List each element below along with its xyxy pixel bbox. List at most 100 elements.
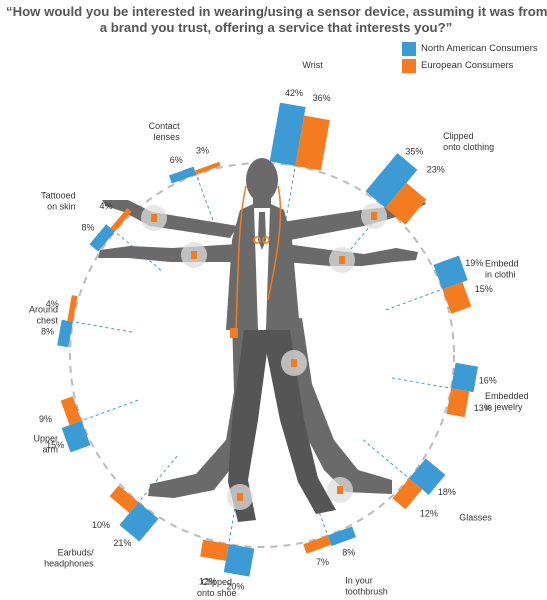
category-label-wrist: Wrist bbox=[302, 60, 323, 70]
legend-swatch-north-american bbox=[402, 41, 416, 56]
legend-label-european: European Consumers bbox=[421, 60, 514, 71]
bar-group-around-chest bbox=[57, 295, 78, 348]
bar-group-upper-arm bbox=[60, 396, 91, 453]
category-label-line-glasses-0: Glasses bbox=[459, 513, 492, 523]
connector-clipped-onto-shoe bbox=[228, 484, 240, 545]
pct-european-wrist: 36% bbox=[313, 93, 331, 103]
connector-upper-arm bbox=[81, 399, 139, 422]
bar-european-glasses bbox=[392, 478, 423, 510]
pct-european-embedd-in-clothi: 15% bbox=[475, 284, 493, 294]
bar-european-embedded-in-jewelry bbox=[446, 388, 470, 418]
pct-north-american-in-your-toothbrush: 8% bbox=[342, 548, 355, 558]
bar-european-embedd-in-clothi bbox=[442, 282, 472, 314]
bar-north-american-tattooed-on-skin bbox=[89, 224, 115, 252]
bar-north-american-clipped-onto-shoe bbox=[223, 544, 255, 577]
bar-european-in-your-toothbrush bbox=[303, 535, 332, 554]
pct-north-american-embedded-in-jewelry: 16% bbox=[479, 376, 497, 386]
connector-embedded-in-jewelry bbox=[391, 377, 452, 389]
bar-group-clipped-onto-clothing bbox=[365, 153, 427, 225]
bar-european-tattooed-on-skin bbox=[110, 208, 132, 232]
figure-earbud-cord bbox=[235, 185, 282, 331]
bar-group-embedded-in-jewelry bbox=[446, 362, 478, 418]
category-label-line-embedded-in-jewelry-0: Embedded bbox=[485, 391, 529, 401]
pct-north-american-clipped-onto-clothing: 35% bbox=[405, 147, 423, 157]
pct-north-american-clipped-onto-shoe: 20% bbox=[226, 581, 244, 591]
bar-north-american-embedd-in-clothi bbox=[433, 255, 468, 290]
category-label-line-upper-arm-1: arm bbox=[43, 445, 59, 455]
bar-european-clipped-onto-clothing bbox=[385, 182, 427, 225]
category-label-earbuds-headphones: Earbuds/headphones bbox=[44, 548, 94, 569]
pct-north-american-around-chest: 8% bbox=[41, 326, 54, 336]
category-label-line-clipped-onto-clothing-1: onto clothing bbox=[443, 142, 494, 152]
bar-north-american-earbuds-headphones bbox=[119, 502, 159, 542]
title-line-1: “How would you be interested in wearing/… bbox=[6, 4, 547, 19]
sensor-mark-chest bbox=[291, 359, 297, 367]
pct-north-american-wrist: 42% bbox=[285, 88, 303, 98]
sensor-mark-arm-right bbox=[339, 256, 345, 264]
pct-european-contact-lenses: 3% bbox=[196, 146, 209, 156]
bars-layer bbox=[57, 102, 478, 577]
pct-north-american-embedd-in-clothi: 19% bbox=[465, 258, 483, 268]
category-label-line-tattooed-on-skin-1: on skin bbox=[47, 202, 76, 212]
pct-european-upper-arm: 9% bbox=[39, 414, 52, 424]
chart-title: “How would you be interested in wearing/… bbox=[6, 4, 547, 36]
bar-european-clipped-onto-shoe bbox=[200, 539, 229, 561]
bar-north-american-contact-lenses bbox=[168, 166, 197, 184]
bar-european-wrist bbox=[295, 115, 330, 171]
bar-group-wrist bbox=[269, 102, 330, 171]
pct-european-clipped-onto-clothing: 23% bbox=[427, 165, 445, 175]
sensor-mark-elbow-left bbox=[191, 251, 197, 259]
pct-european-clipped-onto-shoe: 12% bbox=[199, 576, 217, 586]
category-label-line-embedd-in-clothi-1: in clothi bbox=[485, 269, 516, 279]
bar-north-american-embedded-in-jewelry bbox=[451, 362, 478, 393]
legend-item-north-american: North American Consumers bbox=[402, 40, 538, 57]
figure-music-player bbox=[230, 328, 238, 338]
pct-european-embedded-in-jewelry: 13% bbox=[474, 403, 492, 413]
category-label-line-clipped-onto-clothing-0: Clipped bbox=[443, 131, 474, 141]
bar-north-american-clipped-onto-clothing bbox=[365, 153, 418, 208]
bar-european-contact-lenses bbox=[194, 161, 221, 175]
ring-layer bbox=[69, 162, 455, 548]
sensor-mark-wrist-left bbox=[151, 214, 157, 222]
figure-arm-lower-left bbox=[98, 244, 238, 262]
bar-north-american-upper-arm bbox=[61, 420, 91, 453]
category-label-line-contact-lenses-0: Contact bbox=[149, 121, 181, 131]
category-label-line-contact-lenses-1: lenses bbox=[154, 132, 181, 142]
pct-european-around-chest: 4% bbox=[46, 299, 59, 309]
pct-north-american-earbuds-headphones: 21% bbox=[113, 538, 131, 548]
category-label-line-wrist-0: Wrist bbox=[302, 60, 323, 70]
category-label-line-clipped-onto-shoe-0: Clipped bbox=[202, 577, 233, 587]
category-label-line-earbuds-headphones-1: headphones bbox=[44, 559, 94, 569]
bar-european-around-chest bbox=[67, 295, 78, 322]
bar-european-upper-arm bbox=[60, 396, 82, 426]
bar-group-tattooed-on-skin bbox=[89, 208, 132, 252]
bar-group-clipped-onto-shoe bbox=[200, 539, 255, 577]
bar-group-earbuds-headphones bbox=[109, 485, 159, 542]
bar-north-american-glasses bbox=[409, 458, 446, 495]
bar-north-american-wrist bbox=[269, 102, 306, 166]
figure-glasses-right bbox=[262, 236, 270, 244]
pct-european-in-your-toothbrush: 7% bbox=[316, 557, 329, 567]
category-label-line-around-chest-0: Around bbox=[29, 305, 58, 315]
bar-north-american-around-chest bbox=[57, 319, 73, 348]
category-label-line-embedded-in-jewelry-1: in jewelry bbox=[485, 402, 523, 412]
figure-leg-center-right bbox=[262, 330, 336, 514]
legend: North American Consumers European Consum… bbox=[402, 40, 538, 74]
connector-embedd-in-clothi bbox=[385, 288, 443, 311]
pct-north-american-glasses: 18% bbox=[438, 487, 456, 497]
legend-label-north-american: North American Consumers bbox=[421, 43, 538, 54]
bar-group-contact-lenses bbox=[168, 161, 221, 184]
category-label-line-tattooed-on-skin-0: Tattooed bbox=[41, 191, 76, 201]
pct-european-earbuds-headphones: 10% bbox=[92, 520, 110, 530]
category-label-glasses: Glasses bbox=[459, 513, 492, 523]
figure-leg-center-left bbox=[228, 330, 270, 522]
dashed-ring bbox=[69, 162, 455, 548]
pct-north-american-upper-arm: 15% bbox=[46, 440, 64, 450]
